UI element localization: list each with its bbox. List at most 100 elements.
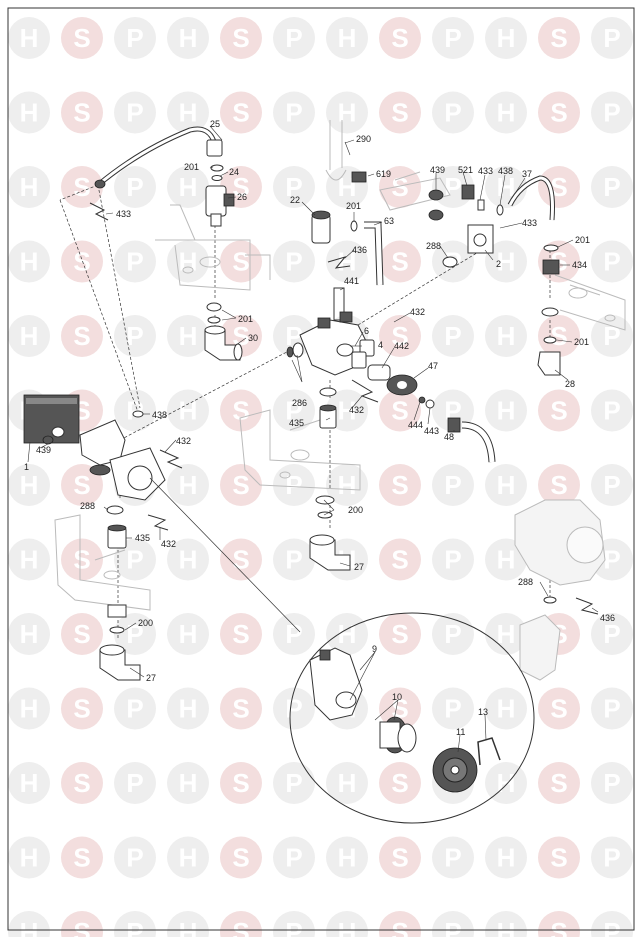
watermark-letter: S — [73, 98, 90, 128]
watermark-letter: S — [550, 470, 567, 500]
watermark-disc — [167, 911, 209, 937]
callout-10: 10 — [392, 692, 402, 702]
sensor-48 — [447, 417, 496, 463]
watermark-disc — [61, 762, 103, 804]
callout-434: 434 — [572, 260, 587, 270]
watermark-disc — [8, 464, 50, 506]
watermark-disc — [538, 389, 580, 432]
watermark-letter: P — [444, 619, 461, 649]
watermark-letter: S — [73, 172, 90, 202]
watermark-letter: H — [20, 321, 39, 351]
watermark-disc — [485, 538, 527, 581]
watermark-disc — [220, 17, 262, 59]
watermark-letter: S — [550, 98, 567, 128]
watermark-letter: H — [497, 98, 516, 128]
watermark-letter: P — [126, 98, 143, 128]
watermark-disc — [114, 911, 156, 937]
watermark-disc — [167, 538, 209, 581]
watermark-letter: P — [285, 917, 302, 937]
callout-442: 442 — [394, 341, 409, 351]
callout-443: 443 — [424, 426, 439, 436]
watermark-disc — [538, 687, 580, 730]
watermark-disc — [485, 687, 527, 730]
watermark-letter: H — [338, 247, 357, 277]
callout-201: 201 — [575, 235, 590, 245]
watermark-disc — [326, 911, 368, 937]
watermark-letter: H — [20, 917, 39, 937]
callout-436: 436 — [600, 613, 615, 623]
detail-cartridge-10 — [379, 716, 417, 754]
left-column-fittings — [99, 505, 169, 681]
watermark-letter: H — [497, 843, 516, 873]
watermark-disc — [220, 240, 262, 283]
watermark-disc — [379, 911, 421, 937]
seal-201-mid — [206, 302, 222, 324]
watermark-disc — [273, 687, 315, 730]
watermark-disc — [273, 836, 315, 879]
detail-pump-head-11 — [432, 747, 478, 793]
tube-upper-center — [325, 120, 347, 181]
watermark-disc — [220, 464, 262, 506]
watermark-letter: S — [391, 619, 408, 649]
watermark-disc — [485, 240, 527, 283]
watermark-letter: P — [285, 247, 302, 277]
watermark-letter: S — [232, 247, 249, 277]
callout-30: 30 — [248, 333, 258, 343]
watermark-letter: P — [444, 470, 461, 500]
pipe-63 — [364, 221, 384, 286]
watermark-disc — [432, 911, 474, 937]
watermark-disc — [273, 464, 315, 506]
clip-432-mid — [351, 379, 379, 403]
watermark-disc — [538, 17, 580, 59]
watermark-disc — [326, 613, 368, 655]
watermark-letter: S — [232, 321, 249, 351]
watermark-letter: H — [20, 98, 39, 128]
watermark-disc — [326, 91, 368, 134]
watermark-disc — [114, 613, 156, 655]
watermark-letter: P — [603, 694, 620, 724]
watermark-disc — [538, 911, 580, 937]
watermark-disc — [432, 17, 474, 59]
watermark-disc — [167, 464, 209, 506]
watermark-letter: S — [73, 470, 90, 500]
watermark-letter: S — [391, 396, 408, 426]
watermark-letter: S — [232, 619, 249, 649]
watermark-letter: H — [497, 247, 516, 277]
watermark-letter: P — [603, 917, 620, 937]
clip-436 — [327, 256, 351, 269]
watermark-letter: H — [179, 843, 198, 873]
callout-9: 9 — [372, 644, 377, 654]
watermark-disc — [591, 315, 633, 357]
watermark-letter: H — [20, 768, 39, 798]
watermark-disc — [61, 538, 103, 581]
watermark-letter: P — [126, 694, 143, 724]
callout-432: 432 — [176, 436, 191, 446]
watermark-letter: P — [126, 396, 143, 426]
pump-housing-left — [79, 419, 166, 501]
callout-439: 439 — [430, 165, 445, 175]
watermark-letter: H — [20, 619, 39, 649]
watermark-letter: S — [73, 23, 90, 53]
watermark-disc — [167, 836, 209, 879]
watermark-letter: P — [444, 545, 461, 575]
watermark-disc — [8, 613, 50, 655]
watermark-letter: S — [550, 843, 567, 873]
watermark-disc — [273, 389, 315, 432]
diagram-border — [7, 7, 635, 931]
callout-27: 27 — [146, 673, 156, 683]
callout-521: 521 — [458, 165, 473, 175]
top-right-fittings — [428, 184, 504, 268]
watermark-letter: P — [444, 917, 461, 937]
watermark-disc — [591, 911, 633, 937]
watermark-disc — [167, 389, 209, 432]
watermark-letter: S — [391, 98, 408, 128]
detail-callout-ellipse — [289, 612, 535, 824]
watermark-letter: S — [73, 619, 90, 649]
watermark-disc — [326, 762, 368, 804]
callout-433: 433 — [478, 166, 493, 176]
watermark-letter: S — [550, 768, 567, 798]
watermark-letter: H — [20, 843, 39, 873]
callout-619: 619 — [376, 169, 391, 179]
callout-200: 200 — [348, 505, 363, 515]
watermark-disc — [379, 613, 421, 655]
